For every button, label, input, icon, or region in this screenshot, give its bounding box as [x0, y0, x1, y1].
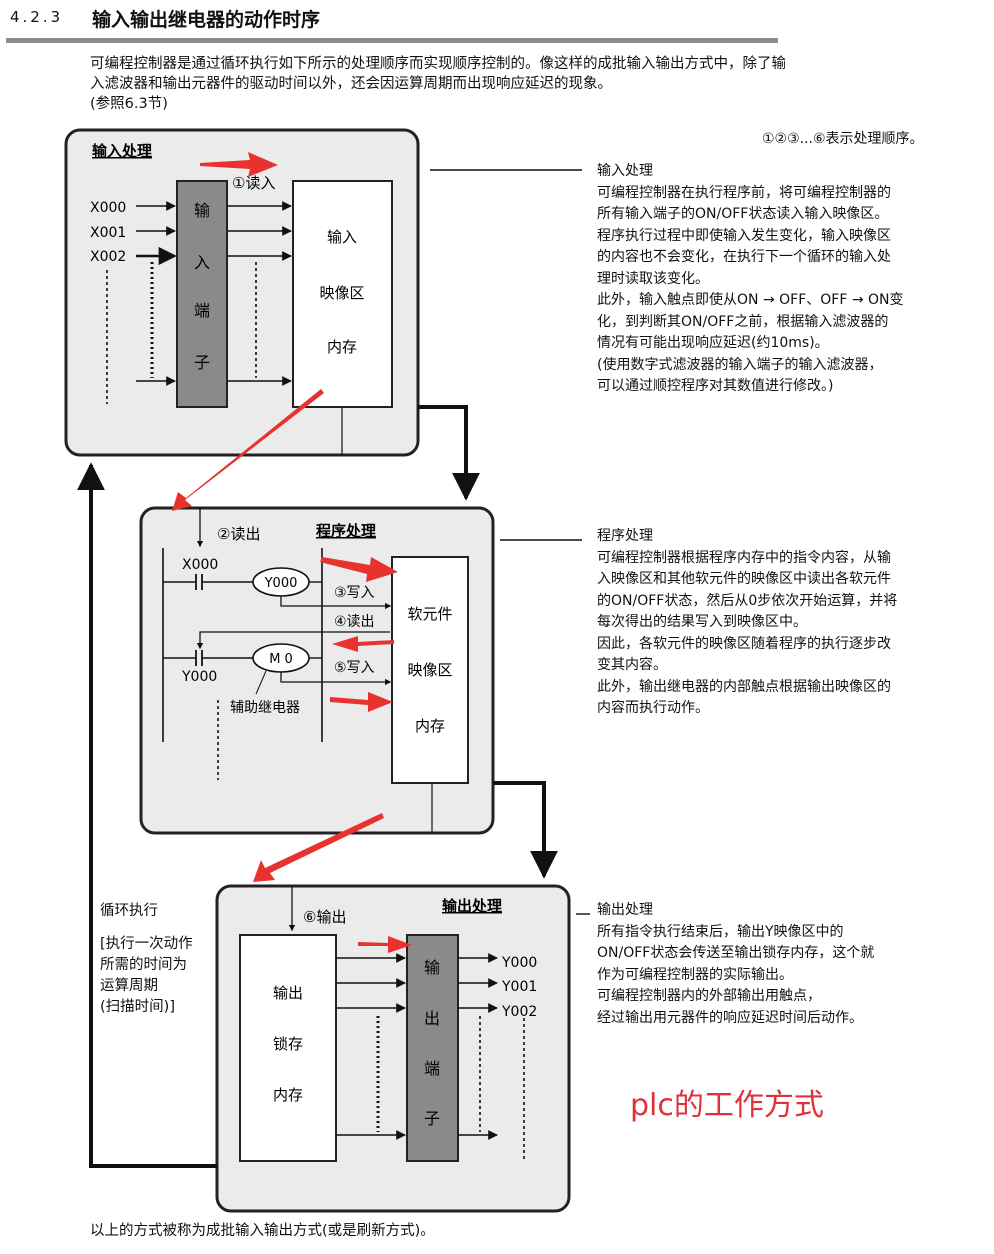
intro-line: (参照6.3节)	[90, 96, 168, 112]
program-description-line: 入映像区和其他软元件的映像区中读出各软元件	[597, 571, 891, 587]
header-rule	[6, 38, 778, 43]
program-description: 程序处理 可编程控制器根据程序内存中的指令内容，从输 入映像区和其他软元件的映像…	[597, 526, 982, 720]
program-description-line: 内容而执行动作。	[597, 700, 709, 716]
output-memory-label: 锁存	[273, 1035, 303, 1053]
output-signal-label: Y000	[501, 955, 537, 971]
ladder-coil-label: Y000	[264, 576, 298, 591]
loop-note-line: 所需的时间为	[100, 957, 187, 973]
input-memory-label: 内存	[327, 338, 357, 356]
output-latch-memory-box	[239, 934, 337, 1162]
loop-note-line: 运算周期	[100, 978, 158, 994]
input-terminal-char: 子	[194, 353, 210, 372]
input-read-step: ①读入	[232, 174, 275, 192]
program-memory-label: 映像区	[407, 661, 452, 679]
output-terminal-char: 端	[424, 1059, 440, 1078]
input-signal-label: X002	[90, 249, 126, 265]
input-description-title: 输入处理	[597, 163, 653, 179]
input-terminal-char: 输	[194, 201, 210, 220]
output-block-title: 输出处理	[442, 897, 502, 915]
program-description-title: 程序处理	[597, 528, 653, 544]
program-read2-step: ④读出	[334, 613, 375, 630]
program-description-line: 变其内容。	[597, 657, 667, 673]
input-description-line: 程序执行过程中即使输入发生变化，输入映像区	[597, 227, 891, 244]
loop-note-title: 循环执行	[100, 903, 158, 919]
section-title: 输入输出继电器的动作时序	[92, 9, 321, 31]
ladder-contact-label: X000	[182, 557, 218, 573]
program-block-title: 程序处理	[316, 522, 376, 540]
input-description-line: 可编程控制器在执行程序前，将可编程控制器的	[597, 184, 891, 201]
output-description-line: ON/OFF状态会传送至输出锁存内存，这个就	[597, 945, 875, 961]
program-description-line: 可编程控制器根据程序内存中的指令内容，从输	[597, 549, 891, 566]
output-memory-label: 内存	[273, 1086, 303, 1104]
loop-note-line: (扫描时间)]	[100, 999, 175, 1015]
aux-relay-label: 辅助继电器	[230, 700, 300, 716]
device-image-memory-box	[391, 556, 469, 784]
program-processing-block: 程序处理 ②读出 X000 Y000 ③写入 ④读出 M 0 Y000 ⑤写入 …	[139, 506, 495, 835]
intro-line: 可编程控制器是通过循环执行如下所示的处理顺序而实现顺序控制的。像这样的成批输入输…	[90, 56, 786, 72]
loop-note-line: [执行一次动作	[100, 936, 193, 952]
input-description-line: 情况有可能出现响应延迟(约10ms)。	[597, 335, 829, 351]
input-description-line: 可以通过顺控程序对其数值进行修改。)	[597, 378, 834, 394]
input-memory-label: 映像区	[319, 284, 364, 302]
output-memory-label: 输出	[273, 984, 303, 1002]
input-description-line: (使用数字式滤波器的输入端子的输入滤波器，	[597, 356, 883, 373]
output-signal-label: Y002	[501, 1004, 537, 1020]
output-signal-label: Y001	[501, 979, 537, 995]
loop-back-arrow	[77, 462, 217, 1168]
loop-note: 循环执行 [执行一次动作 所需的时间为 运算周期 (扫描时间)]	[100, 901, 225, 1018]
input-terminal-box	[176, 180, 228, 408]
output-terminal-char: 出	[424, 1009, 440, 1028]
output-description: 输出处理 所有指令执行结束后，输出Y映像区中的 ON/OFF状态会传送至输出锁存…	[597, 900, 982, 1029]
program-description-line: 每次得出的结果写入到映像区中。	[597, 614, 807, 630]
ladder-coil-label: M 0	[269, 652, 293, 667]
red-caption: plc的工作方式	[630, 1088, 824, 1123]
program-memory-label: 内存	[415, 717, 445, 735]
ladder-contact-label: Y000	[181, 669, 217, 685]
output-description-line: 所有指令执行结束后，输出Y映像区中的	[597, 923, 844, 940]
input-signal-label: X000	[90, 200, 126, 216]
input-description-line: 此外，输入触点即使从ON → OFF、OFF → ON变	[597, 292, 904, 308]
output-description-line: 经过输出用元器件的响应延迟时间后动作。	[597, 1009, 863, 1026]
program-description-line: 此外，输出继电器的内部触点根据输出映像区的	[597, 678, 891, 695]
intro-paragraph: 可编程控制器是通过循环执行如下所示的处理顺序而实现顺序控制的。像这样的成批输入输…	[90, 54, 990, 114]
output-step: ⑥输出	[303, 908, 346, 926]
program-description-line: 因此，各软元件的映像区随着程序的执行逐步改	[597, 635, 891, 652]
output-description-line: 可编程控制器内的外部输出用触点，	[597, 988, 821, 1004]
output-terminal-char: 子	[424, 1109, 440, 1128]
section-number: 4.2.3	[10, 8, 64, 26]
input-description-line: 的内容也不会变化，在执行下一个循环的输入处	[597, 249, 891, 265]
output-description-title: 输出处理	[597, 902, 653, 918]
input-terminal-char: 入	[194, 253, 210, 272]
input-description-line: 所有输入端子的ON/OFF状态读入输入映像区。	[597, 206, 889, 222]
program-write-step: ③写入	[334, 585, 375, 601]
program-description-line: 的ON/OFF状态，然后从0步依次开始运算，并将	[597, 592, 898, 609]
input-processing-block: 输入处理 ①读入 输 入 端 子 输入 映像区 内存 X000 X001 X00…	[64, 128, 420, 457]
output-processing-block: 输出处理 ⑥输出 输出 锁存 内存 输 出 端 子 Y000 Y001 Y002	[215, 884, 571, 1213]
input-description-line: 理时读取该变化。	[597, 270, 709, 287]
bottom-note: 以上的方式被称为成批输入输出方式(或是刷新方式)。	[90, 1223, 435, 1239]
output-description-line: 作为可编程控制器的实际输出。	[597, 966, 793, 983]
input-description: 输入处理 可编程控制器在执行程序前，将可编程控制器的 所有输入端子的ON/OFF…	[597, 161, 982, 398]
program-read-step: ②读出	[217, 525, 260, 543]
output-terminal-char: 输	[424, 958, 440, 977]
input-signal-label: X001	[90, 225, 126, 241]
red-annotation-arrows	[172, 152, 412, 953]
intro-line: 入滤波器和输出元器件的驱动时间以外，还会因运算周期而出现响应延迟的现象。	[90, 76, 612, 92]
input-description-line: 化，到判断其ON/OFF之前，根据输入滤波器的	[597, 313, 889, 330]
input-image-memory-box	[292, 180, 393, 408]
order-note: ①②③...⑥表示处理顺序。	[762, 131, 924, 147]
program-memory-label: 软元件	[407, 605, 452, 623]
input-memory-label: 输入	[327, 228, 357, 246]
input-terminal-char: 端	[194, 301, 210, 320]
program-write2-step: ⑤写入	[334, 660, 375, 676]
output-terminal-box	[406, 934, 459, 1162]
input-block-title: 输入处理	[92, 142, 152, 160]
